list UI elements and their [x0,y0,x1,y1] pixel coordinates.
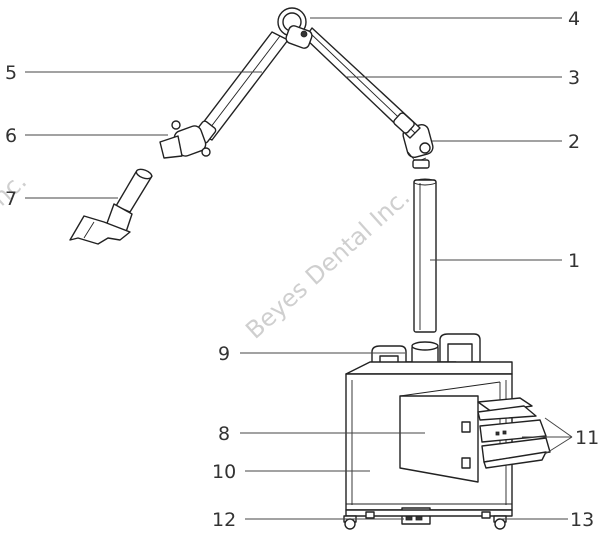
callout-2: 2 [568,131,580,153]
caster-rear [365,511,491,519]
suction-hood [69,168,153,245]
callout-7: 7 [5,188,17,210]
caster-left [343,515,357,530]
callout-12: 12 [212,509,236,531]
callout-10: 10 [212,461,236,483]
callout-8: 8 [218,423,230,445]
callout-3: 3 [568,67,580,89]
callout-6: 6 [5,125,17,147]
nozzle-joint [159,120,211,159]
caster-right [493,515,507,530]
callout-11: 11 [575,427,599,449]
callout-9: 9 [218,343,230,365]
callout-labels: 4 5 3 6 2 7 1 9 8 11 10 12 13 [5,8,599,531]
callout-1: 1 [568,250,580,272]
vertical-pipe [413,178,437,333]
leader-lines [25,17,573,520]
top-joint [277,7,313,49]
callout-4: 4 [568,8,580,30]
callout-13: 13 [570,509,594,531]
watermark: Beyes Dental Inc. [240,183,415,345]
upper-arm-tube [304,27,421,139]
callout-5: 5 [5,62,17,84]
cabinet [343,333,551,530]
lower-arm-tube [193,31,289,144]
